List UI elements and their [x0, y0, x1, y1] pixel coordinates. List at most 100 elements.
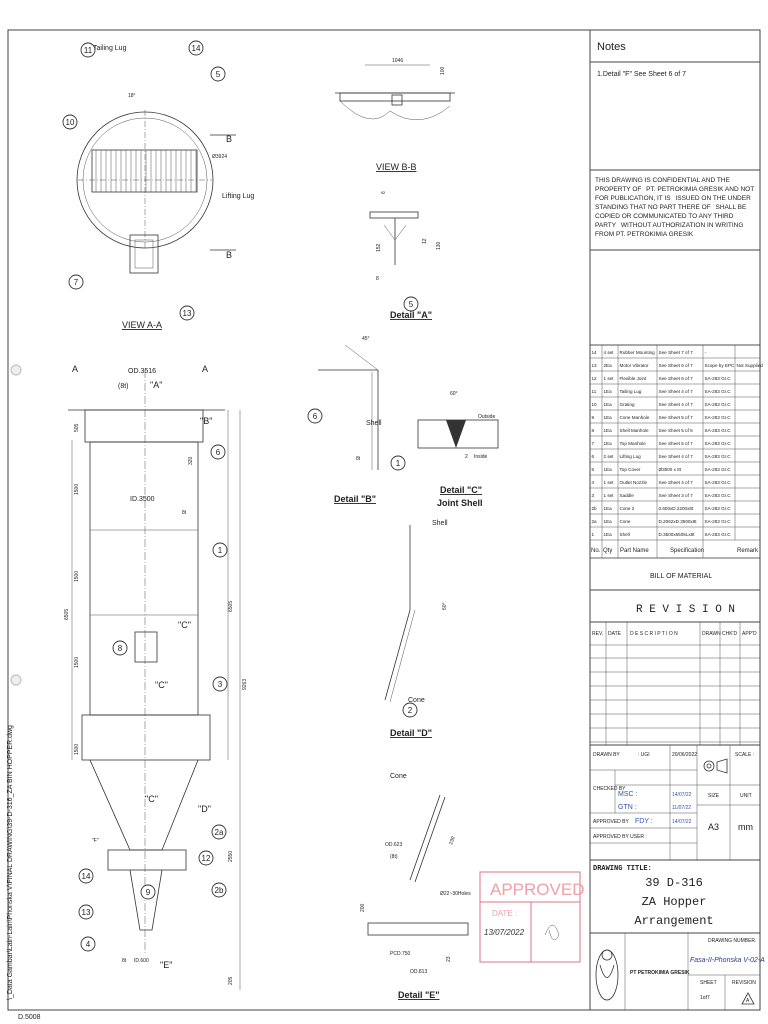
dim-label: OD.3516	[128, 368, 156, 375]
bom-cell: See Sheet 4 of 7	[659, 480, 694, 485]
bom-cell: SA-283 Gr.C	[705, 493, 732, 498]
dim-label: 45°	[362, 336, 370, 342]
bom-cell: Ø3500 x 8t	[659, 467, 682, 472]
dim-label: 1500	[74, 744, 80, 755]
dim-label: Ø3924	[212, 154, 227, 160]
rev-header: D E S C R I P T I O N	[630, 631, 678, 637]
sheet-border	[7, 29, 761, 1011]
bom-cell: Tailing Lug	[620, 389, 642, 394]
dim-label: 18°	[128, 93, 136, 99]
petrokimia-logo	[595, 949, 619, 1001]
unit-value: mm	[738, 822, 753, 832]
part-balloon-6: 6	[307, 408, 323, 424]
dim-label: 1500	[74, 571, 80, 582]
dim-label: 23	[446, 956, 452, 962]
bom-cell: 1 set	[604, 376, 615, 381]
notes-title: Notes	[597, 41, 626, 53]
balloon-number: 12	[202, 854, 211, 863]
checker-2: GTN :	[618, 804, 637, 811]
bom-cell: Saddle	[620, 493, 635, 498]
rev-header: APP'D	[742, 631, 757, 637]
dim-label: OD.623	[385, 842, 402, 848]
drawn-by-name: : UGI	[638, 752, 650, 758]
detail-e: Cone OD.623 (8t) Ø22~30Holes 230 200 PCD…	[360, 773, 471, 1000]
bom-cell: SA-283 Gr.C	[705, 519, 732, 524]
detail-c-title: Detail "C"	[440, 485, 482, 495]
detail-d: Shell Cone 60° Detail "D"	[384, 520, 448, 738]
dim-label: ID.3500	[130, 496, 155, 503]
notes-panel: Notes 1.Detail "F" See Sheet 6 of 7 THIS…	[590, 41, 760, 251]
dim-label: 8	[376, 276, 379, 282]
bom-cell: 2a	[592, 519, 598, 524]
bom-cell: 2b	[592, 506, 598, 511]
bom-cell: SA-283 Gr.C	[705, 389, 732, 394]
revision-value: A	[746, 998, 750, 1004]
part-balloon-5: 5	[210, 66, 226, 82]
bom-cell: 1Ea	[604, 506, 613, 511]
bom-title: BILL OF MATERIAL	[650, 573, 712, 580]
checked-by-label: CHECKED BY	[593, 786, 626, 792]
projection-symbol-icon	[703, 758, 728, 774]
dim-label: 320	[188, 456, 194, 465]
dim-label: 12	[422, 238, 428, 244]
detail-c: 60° Outside Inside 2 Detail "C" Joint Sh…	[417, 391, 499, 508]
detail-a-title: Detail "A"	[390, 310, 432, 320]
dim-label: 130	[436, 241, 442, 250]
sheet-label: SHEET	[700, 980, 717, 986]
bom-cell: 8	[592, 428, 595, 433]
note-item: 1.Detail "F" See Sheet 6 of 7	[597, 71, 686, 78]
revision-triangle-icon	[741, 992, 755, 1005]
shell-label: Shell	[366, 420, 382, 427]
bom-cell: SA-283 Gr.C	[705, 454, 732, 459]
bom-cell: 9	[592, 415, 595, 420]
bom-cell: 1Ea	[604, 389, 613, 394]
bom-cell: 5	[592, 467, 595, 472]
confidential-line: SHALL BE COPIED OR COMMUNICATED TO ANY T…	[595, 204, 747, 229]
bom-cell: See Sheet 4 of 7	[659, 402, 694, 407]
part-balloon-9: 9	[140, 884, 156, 900]
bom-cell: Rubber Mounting	[620, 350, 656, 355]
file-path: \_Data Gambar\Lain-Lain\Phonska V\FINAL …	[7, 725, 14, 1000]
dim-label: 152	[376, 243, 382, 252]
drawing-title-line: Arrangement	[634, 914, 713, 928]
rev-header: DATE	[608, 631, 622, 637]
drawing-title-label: DRAWING TITLE:	[593, 865, 652, 873]
balloon-number: 13	[82, 908, 91, 917]
detail-e-title: Detail "E"	[398, 990, 440, 1000]
stamp-date: 13/07/2022	[484, 928, 525, 937]
bom-cell: SA-283 Gr.C	[705, 506, 732, 511]
bom-cell: 1 set	[604, 493, 615, 498]
view-b-b: 1046 100 VIEW B-B	[335, 58, 455, 172]
bom-cell: SA-283 Gr.C	[705, 467, 732, 472]
part-balloon-6: 6	[210, 444, 226, 460]
detail-ref: "B"	[200, 416, 212, 426]
bom-cell: 1Ea	[604, 467, 613, 472]
bom-cell: See Sheet 6 of 7	[659, 363, 694, 368]
detail-b: 45° Shell 8t Detail "B"	[318, 336, 382, 504]
tailing-lug-label: Tailing Lug	[93, 45, 127, 52]
part-balloon-13: 13	[179, 305, 195, 321]
checker-1: MSC :	[618, 791, 638, 798]
bom-cell: See Sheet 3 of 7	[659, 493, 694, 498]
dim-label: 2	[465, 454, 468, 460]
view-b-b-title: VIEW B-B	[376, 162, 417, 172]
bom-cell: See Sheet 5 of 5	[659, 428, 694, 433]
bom-cell: 1Ea	[604, 415, 613, 420]
detail-c-subtitle: Joint Shell	[437, 498, 483, 508]
stamp-date-label: DATE :	[492, 909, 517, 918]
bom-cell: -	[705, 350, 707, 355]
balloon-number: 4	[86, 940, 91, 949]
bom-header: Part Name	[620, 548, 649, 554]
dim-label: ID.600	[134, 958, 149, 964]
bom-cell: Top Cover	[620, 467, 641, 472]
bom-cell: SA-283 Gr.C	[705, 376, 732, 381]
confidential-line: ISSUED ON THE UNDER STANDING THAT NO PAR…	[595, 195, 751, 211]
drawing-title-line: ZA Hopper	[642, 895, 707, 909]
bom-cell: 10	[592, 402, 598, 407]
confidential-notice: THIS DRAWING IS CONFIDENTIAL AND THE PRO…	[595, 177, 754, 238]
bom-cell: 3	[592, 493, 595, 498]
bom-cell: Cone Manhole	[620, 415, 650, 420]
part-balloon-12: 12	[198, 850, 214, 866]
